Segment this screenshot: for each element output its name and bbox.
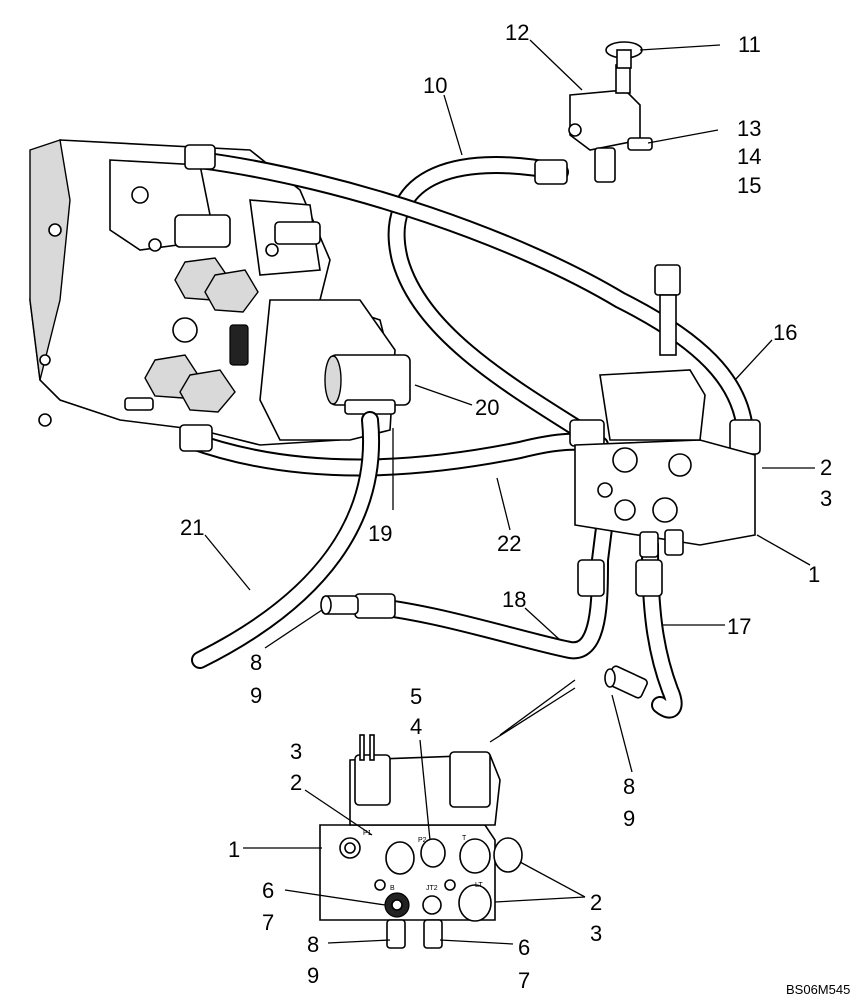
valve-block-lower: P1 P2 T B JT2 LT: [319, 734, 523, 949]
callout-4: 4: [410, 714, 422, 739]
callout-21: 21: [180, 515, 204, 540]
callout-7: 7: [262, 910, 274, 935]
fitting-10-end: [534, 159, 568, 185]
hose-18: [351, 511, 614, 660]
callout-9: 9: [307, 963, 319, 988]
callout-3: 3: [820, 486, 832, 511]
adapter-8-upper: [320, 595, 359, 615]
port-label-jt2: JT2: [426, 885, 438, 892]
callout-9: 9: [623, 806, 635, 831]
solenoid-valve: [324, 354, 411, 415]
callout-5: 5: [410, 684, 422, 709]
callout-1: 1: [808, 562, 820, 587]
callout-8: 8: [250, 650, 262, 675]
hose-16: [191, 151, 754, 439]
callout-9: 9: [250, 683, 262, 708]
detail-indicator-line: [499, 679, 576, 736]
port-label-p2: P2: [418, 837, 427, 844]
callout-8: 8: [307, 932, 319, 957]
callout-6: 6: [262, 878, 274, 903]
figure-code: BS06M545: [786, 982, 850, 997]
callout-22: 22: [497, 531, 521, 556]
adapter-8-right: [604, 665, 648, 699]
fitting-18-end: [354, 593, 396, 619]
callout-13: 13: [737, 116, 761, 141]
fitting-10-block: [569, 419, 605, 447]
callout-19: 19: [368, 521, 392, 546]
engine-pump-housing: [29, 139, 396, 446]
callout-labels: 12 11 10 13 14 15 16 20 2 3 19 22 21 1 1…: [180, 20, 832, 993]
callout-8: 8: [623, 774, 635, 799]
callout-3: 3: [290, 739, 302, 764]
fitting-16-end: [184, 144, 216, 170]
detail-indicator-line: [489, 687, 576, 743]
fitting-22-pump: [179, 424, 213, 452]
port-label-lt: LT: [475, 882, 483, 889]
port-label-t: T: [462, 835, 467, 842]
push-pull-valve: [568, 41, 653, 183]
callout-6: 6: [518, 935, 530, 960]
valve-block-upper: [574, 264, 756, 558]
callout-2: 2: [820, 455, 832, 480]
port-label-b: B: [390, 885, 395, 892]
callout-12: 12: [505, 20, 529, 45]
callout-18: 18: [502, 587, 526, 612]
callout-1: 1: [228, 837, 240, 862]
callout-17: 17: [727, 614, 751, 639]
fitting-17-block: [635, 559, 663, 597]
hose-22: [181, 431, 609, 477]
callout-7: 7: [518, 968, 530, 993]
port-label-p1: P1: [363, 830, 372, 837]
callout-20: 20: [475, 395, 499, 420]
callout-2: 2: [290, 770, 302, 795]
leader-lines: [204, 39, 815, 945]
callout-11: 11: [738, 32, 761, 57]
callout-15: 15: [737, 173, 761, 198]
callout-3: 3: [590, 921, 602, 946]
hose-21: [191, 411, 380, 669]
fitting-18-block: [577, 559, 605, 597]
callout-14: 14: [737, 144, 761, 169]
callout-10: 10: [423, 73, 447, 98]
callout-16: 16: [773, 320, 797, 345]
callout-2: 2: [590, 890, 602, 915]
hose-10: [387, 156, 589, 439]
